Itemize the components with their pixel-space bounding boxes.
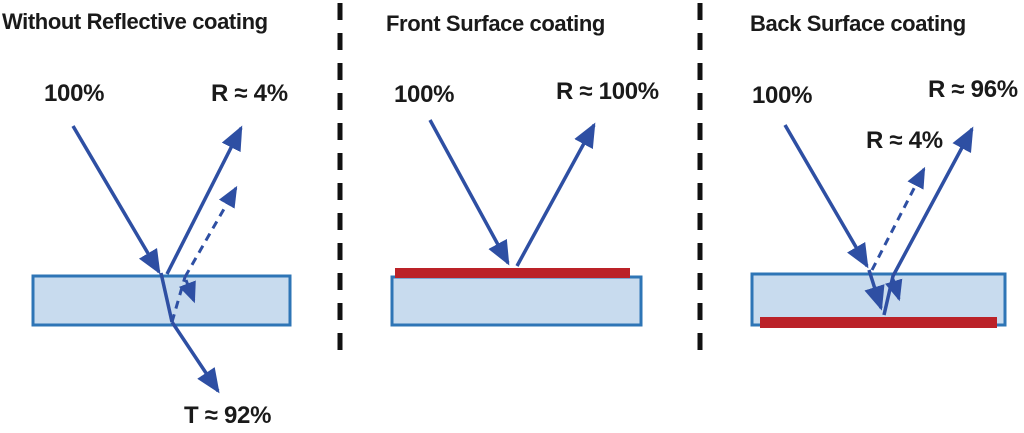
glass-slab-front-coated (390, 275, 643, 327)
secondary-reflected-ray-1 (183, 185, 238, 278)
reflected-label-1: R ≈ 4% (211, 80, 288, 107)
refracted-ray-in-glass-1 (159, 272, 174, 323)
transmitted-ray-1 (170, 321, 220, 394)
transmitted-label-1: T ≈ 92% (184, 402, 272, 429)
reflected-label-2: R ≈ 100% (556, 78, 659, 105)
internal-reflection-in-glass-1 (170, 276, 187, 323)
tertiary-internal-ray-1 (178, 279, 196, 304)
back-surface-coating-strip (760, 317, 997, 328)
front-reflected-ray-1 (165, 125, 243, 275)
panel-title-without-coating: Without Reflective coating (2, 9, 268, 34)
incident-ray-1 (71, 125, 161, 275)
incident-label-1: 100% (44, 80, 105, 107)
incident-ray-2 (428, 119, 510, 266)
glass-slab-uncoated (31, 274, 292, 327)
incident-label-3: 100% (752, 82, 813, 109)
internal-re-reflection-3 (885, 278, 903, 302)
incident-label-2: 100% (394, 81, 455, 108)
back-reflected-ray-3 (882, 126, 974, 316)
panel-title-front-coating: Front Surface coating (386, 11, 605, 36)
panel-title-back-coating: Back Surface coating (750, 11, 966, 36)
incident-ray-3 (783, 124, 869, 269)
back-reflected-label-3: R ≈ 96% (928, 76, 1018, 103)
reflected-ray-2 (515, 122, 596, 267)
front-reflected-label-3: R ≈ 4% (866, 127, 943, 154)
front-surface-coating-strip (395, 268, 630, 278)
front-reflected-ray-3 (870, 166, 926, 271)
refracted-ray-to-back-coating-3 (864, 269, 885, 311)
